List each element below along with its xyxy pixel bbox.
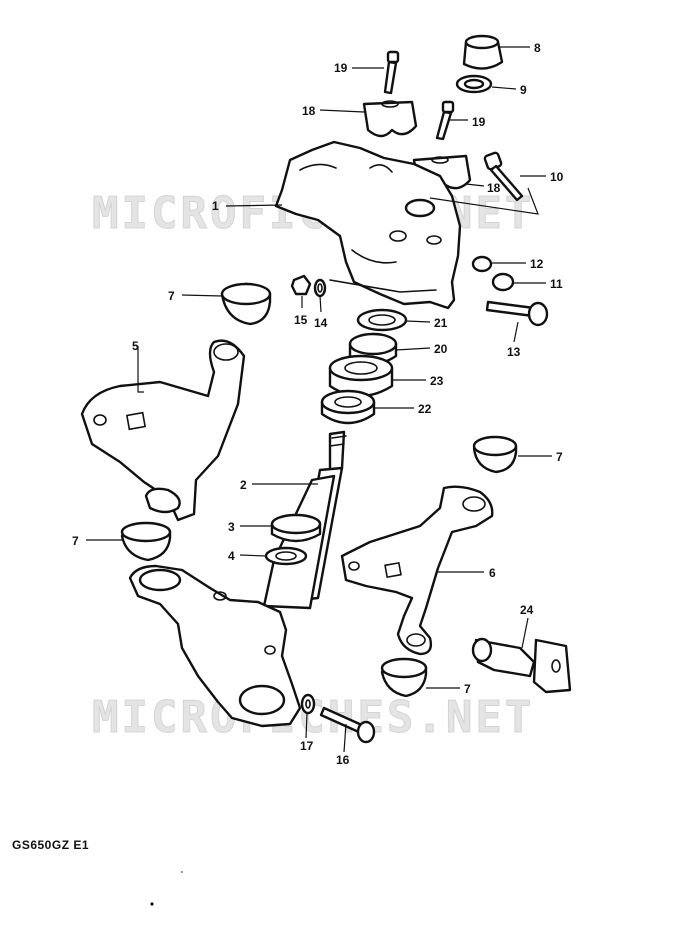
part-14-lock-washer — [313, 278, 327, 298]
part-8-cap — [462, 34, 504, 70]
part-13-bolt — [485, 300, 549, 327]
part-19-bolt-left — [383, 50, 400, 95]
part-7-grommet-d — [380, 657, 428, 698]
part-3-seal — [270, 513, 322, 543]
callout-2: 2 — [240, 478, 247, 492]
callout-10: 10 — [550, 170, 564, 184]
part-19-bolt-right — [435, 100, 455, 141]
callout-1: 1 — [212, 199, 219, 213]
part-18-holder-left — [362, 100, 418, 138]
callout-18-right: 18 — [487, 181, 501, 195]
part-9-washer — [455, 74, 493, 94]
part-7-grommet-b — [472, 435, 518, 474]
part-4-washer — [264, 546, 308, 566]
callout-22: 22 — [418, 402, 432, 416]
callout-14: 14 — [314, 316, 328, 330]
callout-19-right: 19 — [472, 115, 486, 129]
callout-3: 3 — [228, 520, 235, 534]
callout-17: 17 — [300, 739, 314, 753]
part-5-left-bracket — [80, 339, 246, 522]
model-code-label: GS650GZ E1 — [12, 838, 90, 852]
callout-13: 13 — [507, 345, 521, 359]
scan-dot — [181, 871, 183, 873]
callout-12: 12 — [530, 257, 544, 271]
callout-8: 8 — [534, 41, 541, 55]
callout-23: 23 — [430, 374, 444, 388]
callout-7-right: 7 — [556, 450, 563, 464]
part-1-upper-bracket — [274, 140, 462, 310]
part-7-grommet-a — [220, 282, 272, 326]
leader-lines — [86, 46, 552, 753]
callout-16: 16 — [336, 753, 350, 767]
callout-18-left: 18 — [302, 104, 316, 118]
callout-4: 4 — [228, 549, 235, 563]
part-6-right-bracket — [340, 485, 494, 656]
callout-7-left: 7 — [72, 534, 79, 548]
part-17-washer — [300, 693, 316, 715]
callout-11: 11 — [550, 277, 563, 291]
callout-7-bottom: 7 — [464, 682, 471, 696]
part-22-lower-race — [320, 389, 376, 425]
part-12-nut — [471, 255, 493, 273]
part-7-grommet-c — [120, 521, 172, 562]
part-23-bearing — [328, 354, 394, 398]
callout-24: 24 — [520, 603, 534, 617]
callout-5: 5 — [132, 339, 139, 353]
part-10-bolt — [483, 151, 524, 202]
part-21-washer — [356, 308, 408, 332]
callout-7-top: 7 — [168, 289, 175, 303]
part-2-lower-bracket — [128, 564, 302, 728]
part-11-cap-nut — [491, 272, 515, 292]
callout-20: 20 — [434, 342, 448, 356]
callout-19-left: 19 — [334, 61, 348, 75]
part-16-bolt — [319, 706, 376, 744]
part-24-steering-lock — [471, 637, 572, 694]
callout-15: 15 — [294, 313, 308, 327]
callout-6: 6 — [489, 566, 496, 580]
scan-dot — [150, 902, 154, 906]
callout-21: 21 — [434, 316, 448, 330]
callout-9: 9 — [520, 83, 527, 97]
part-15-nut — [290, 274, 312, 296]
